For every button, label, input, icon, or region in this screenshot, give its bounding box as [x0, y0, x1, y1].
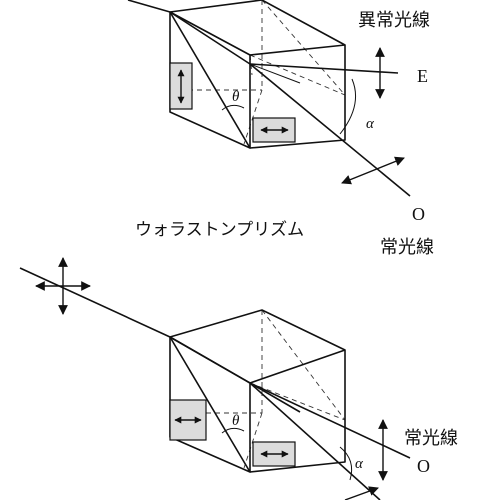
top-o-polarization-arrow [341, 156, 405, 185]
top-horizontal-polarization-plate [252, 117, 296, 143]
top-interface-line [169, 11, 251, 149]
top-ordinary-ray-label: 常光線 [380, 237, 434, 258]
unpolarized-light-icon [35, 257, 91, 315]
bottom-prism: θ α 常光線 O [19, 257, 458, 500]
bottom-horizontal-polarization-plate-left [169, 399, 207, 441]
top-vertical-polarization-plate [169, 62, 193, 110]
top-e-ray [249, 63, 399, 74]
top-prism: θ α 異常光線 E O 常光線 [127, 0, 434, 258]
bottom-interface-line [169, 336, 251, 473]
top-o-label: O [412, 204, 425, 224]
bottom-hidden-edges [170, 309, 346, 469]
caption: ウォラストンプリズム [135, 220, 304, 240]
bottom-ordinary-ray-label: 常光線 [404, 428, 458, 449]
bottom-second-ray [249, 382, 381, 500]
top-extraordinary-ray-label: 異常光線 [358, 10, 430, 31]
top-e-label: E [417, 66, 428, 86]
bottom-theta-label: θ [232, 413, 240, 429]
bottom-alpha-label: α [355, 456, 364, 472]
top-incident-ray [127, 0, 171, 13]
bottom-o-label: O [417, 456, 430, 476]
bottom-horizontal-polarization-plate-right [252, 441, 296, 467]
top-theta-label: θ [232, 89, 240, 105]
top-alpha-label: α [366, 116, 375, 132]
bottom-incident-ray [19, 267, 171, 338]
bottom-second-polarization-arrow [344, 486, 379, 500]
